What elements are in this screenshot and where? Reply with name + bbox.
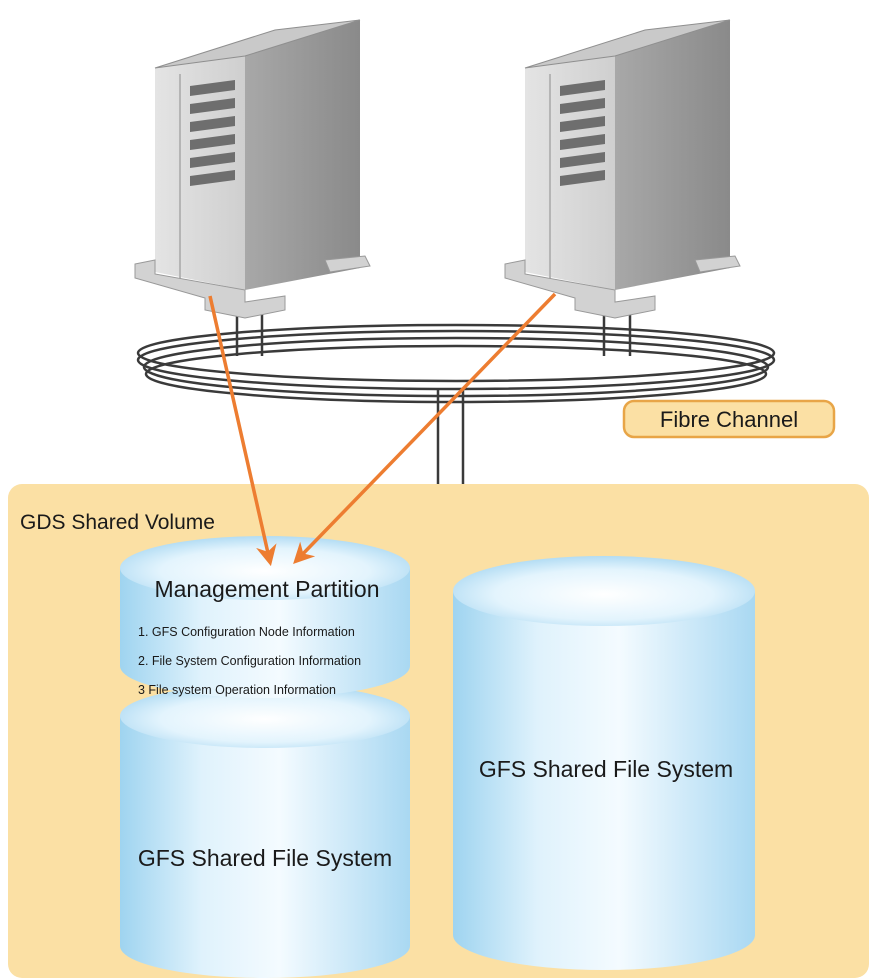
server-icon	[504, 19, 741, 319]
server-icon	[134, 19, 371, 319]
server-1-access-arrow	[208, 295, 277, 567]
file-system-cylinder-lower-left	[120, 684, 410, 978]
access-arrows	[208, 292, 557, 567]
management-info-item-3: 3 File system Operation Information	[138, 683, 336, 697]
management-partition-cylinder	[120, 536, 410, 698]
file-system-cylinder-right	[453, 556, 755, 970]
server-2-access-arrow	[293, 292, 557, 565]
fibre-channel-badge	[622, 399, 836, 439]
file-system-label-right: GFS Shared File System	[479, 756, 733, 782]
fibre-channel-loop-icon	[136, 323, 776, 404]
volume-cable	[436, 388, 465, 484]
fibre-channel-label: Fibre Channel	[660, 407, 798, 432]
management-info-item-2: 2. File System Configuration Information	[138, 654, 361, 668]
management-info-item-1: 1. GFS Configuration Node Information	[138, 625, 355, 639]
shared-volume-label: GDS Shared Volume	[20, 511, 215, 534]
management-partition-title: Management Partition	[154, 576, 379, 602]
file-system-label-lower-left: GFS Shared File System	[138, 845, 392, 871]
